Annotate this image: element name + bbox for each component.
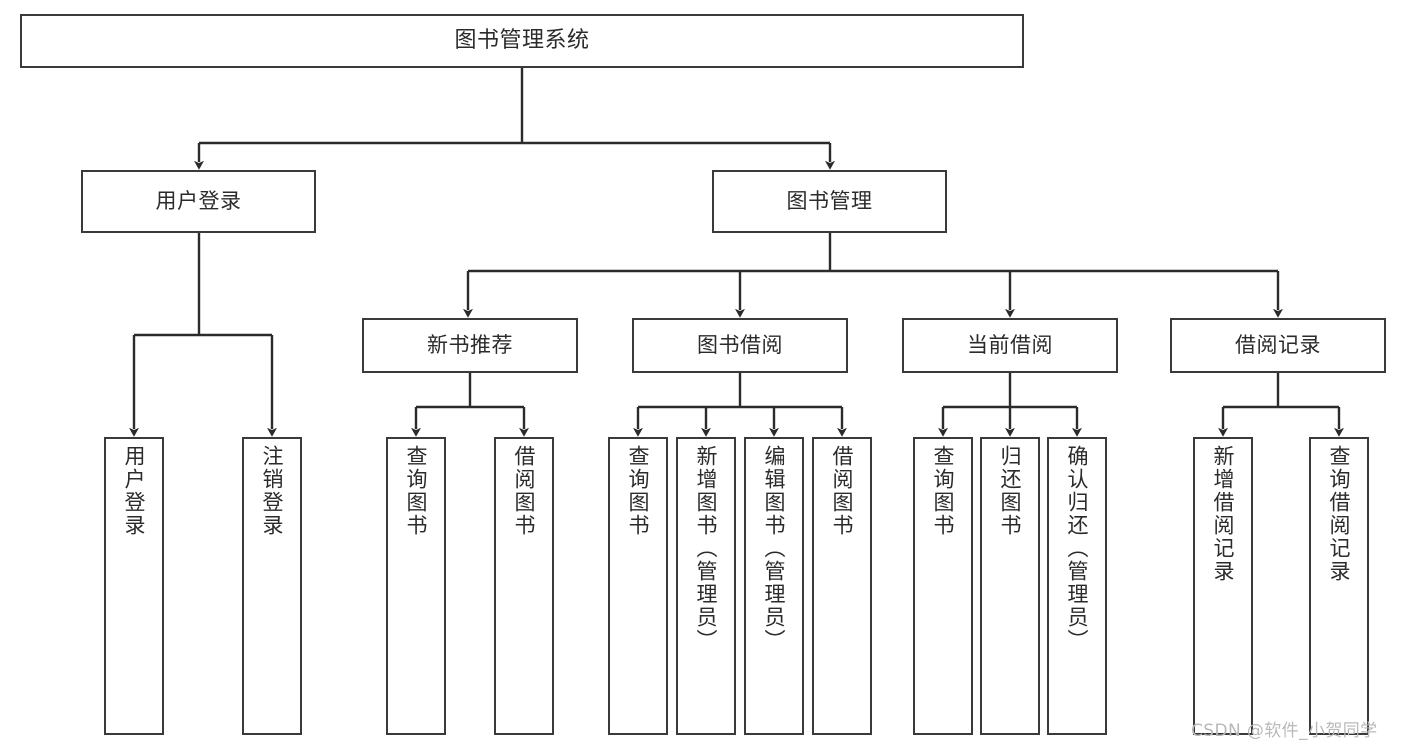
node-leaf-add-record[interactable]: 新增借阅记录	[1193, 437, 1253, 735]
node-root-system[interactable]: 图书管理系统	[20, 14, 1024, 68]
node-label: 新增图书（管理员）	[694, 445, 719, 652]
node-label: 编辑图书（管理员）	[762, 445, 787, 652]
node-label: 借阅记录	[1235, 333, 1321, 358]
node-label: 归还图书	[998, 445, 1023, 537]
node-label: 查询图书	[626, 445, 651, 537]
node-label: 借阅图书	[830, 445, 855, 537]
node-leaf-borrow-book-2[interactable]: 借阅图书	[812, 437, 872, 735]
node-label: 借阅图书	[512, 445, 537, 537]
node-leaf-query-book-1[interactable]: 查询图书	[386, 437, 446, 735]
node-leaf-query-record[interactable]: 查询借阅记录	[1309, 437, 1369, 735]
node-borrow-record[interactable]: 借阅记录	[1170, 318, 1386, 373]
node-label: 新增借阅记录	[1211, 445, 1236, 583]
node-label: 查询图书	[931, 445, 956, 537]
node-label: 图书借阅	[697, 333, 783, 358]
node-book-manage[interactable]: 图书管理	[712, 170, 947, 233]
node-current-borrow[interactable]: 当前借阅	[902, 318, 1118, 373]
node-leaf-return-book[interactable]: 归还图书	[980, 437, 1040, 735]
node-leaf-query-book-2[interactable]: 查询图书	[608, 437, 668, 735]
node-leaf-add-book[interactable]: 新增图书（管理员）	[676, 437, 736, 735]
node-label: 用户登录	[122, 445, 147, 537]
node-label: 新书推荐	[427, 333, 513, 358]
node-leaf-user-login[interactable]: 用户登录	[104, 437, 164, 735]
watermark: CSDN @软件_小贺同学	[1191, 721, 1378, 741]
node-new-book-recommend[interactable]: 新书推荐	[362, 318, 578, 373]
node-leaf-logout-login[interactable]: 注销登录	[242, 437, 302, 735]
node-user-login[interactable]: 用户登录	[81, 170, 316, 233]
node-leaf-borrow-book-1[interactable]: 借阅图书	[494, 437, 554, 735]
node-label: 图书管理	[786, 189, 873, 214]
node-label: 当前借阅	[967, 333, 1053, 358]
node-label: 查询图书	[404, 445, 429, 537]
node-label: 查询借阅记录	[1327, 445, 1352, 583]
node-label: 注销登录	[260, 445, 285, 537]
node-leaf-confirm-return[interactable]: 确认归还（管理员）	[1047, 437, 1107, 735]
node-leaf-edit-book[interactable]: 编辑图书（管理员）	[744, 437, 804, 735]
node-label: 确认归还（管理员）	[1065, 445, 1090, 652]
node-label: 用户登录	[155, 189, 242, 214]
node-leaf-query-book-3[interactable]: 查询图书	[913, 437, 973, 735]
node-book-borrow[interactable]: 图书借阅	[632, 318, 848, 373]
node-label: 图书管理系统	[454, 28, 590, 54]
